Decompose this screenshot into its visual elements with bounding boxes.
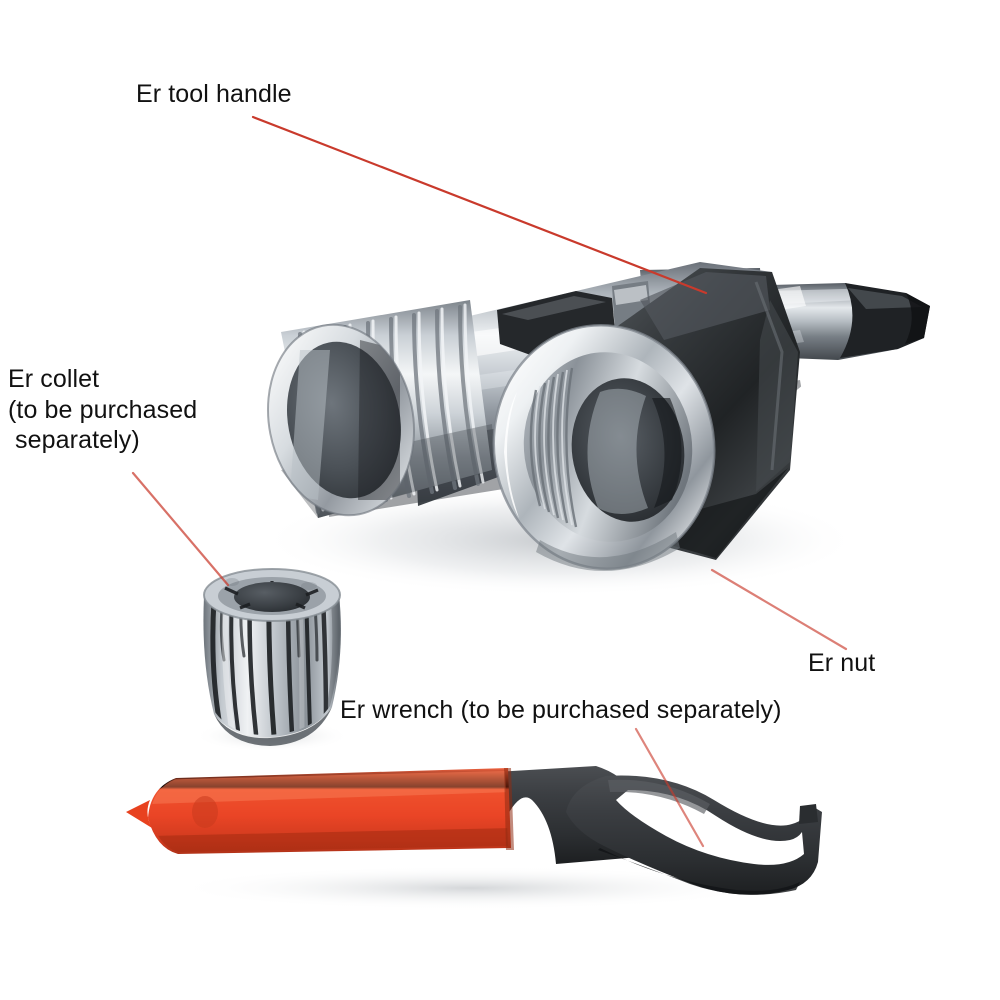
grip-top-highlight — [150, 771, 508, 804]
nut-internal-threads-hi — [534, 369, 573, 526]
label-er-nut: Er nut — [808, 649, 876, 677]
label-er-tool-handle: Er tool handle — [136, 80, 292, 108]
nut-bore-shadow-arc — [652, 398, 682, 508]
collet-bottom-edge — [214, 707, 332, 746]
nut-internal-threads — [529, 367, 578, 528]
grip-steel-seam — [504, 768, 514, 850]
label-er-collet: Er collet(to be purchased separately) — [8, 364, 197, 456]
leader-line-nut — [710, 568, 848, 651]
nose-bore-shadow — [358, 340, 400, 500]
er-nut-part — [492, 268, 800, 572]
grip-tip — [126, 800, 152, 828]
grip-bottom-shade — [150, 828, 508, 852]
barrel-collar-step-hi — [614, 285, 648, 305]
wrench-hook-inner-cut — [616, 790, 804, 865]
er-wrench-part — [126, 766, 822, 895]
wrench-head-lowlight — [598, 848, 800, 895]
nut-hex-facet-top — [640, 272, 770, 340]
barrel-black-band-gloss — [502, 296, 606, 320]
nut-through-bore — [571, 378, 685, 522]
grip-dimple — [192, 796, 218, 828]
leader-line-tool-handle — [251, 115, 708, 295]
collet-top-face-edge — [203, 568, 341, 622]
nose-bore-highlight — [290, 350, 330, 500]
nut-ring-bottom-shade — [536, 532, 680, 572]
leader-lines — [131, 115, 848, 848]
wrench-head-highlight — [608, 779, 710, 814]
nut-bore-inner-gloss — [587, 388, 648, 514]
collet-top-slot-marks — [224, 581, 319, 610]
nut-ring-crescent — [504, 392, 519, 518]
shank-tang-edge — [905, 293, 930, 344]
er-collet-part — [203, 568, 341, 746]
label-er-collet-line-1: Er collet — [8, 365, 100, 393]
shank-tang-highlight — [848, 288, 922, 309]
shadow-wrench — [170, 866, 770, 910]
nose-rim-edge — [266, 323, 416, 517]
nut-hex-edge-line — [754, 281, 784, 471]
label-er-collet-line-3: separately) — [8, 426, 140, 454]
label-er-wrench: Er wrench (to be purchased separately) — [340, 696, 782, 724]
label-er-collet-line-2: (to be purchased — [8, 395, 198, 424]
collet-bore — [234, 582, 310, 612]
wrench-hook-tooth — [799, 804, 818, 824]
leader-line-wrench — [634, 727, 705, 848]
leader-line-collet — [131, 471, 230, 587]
